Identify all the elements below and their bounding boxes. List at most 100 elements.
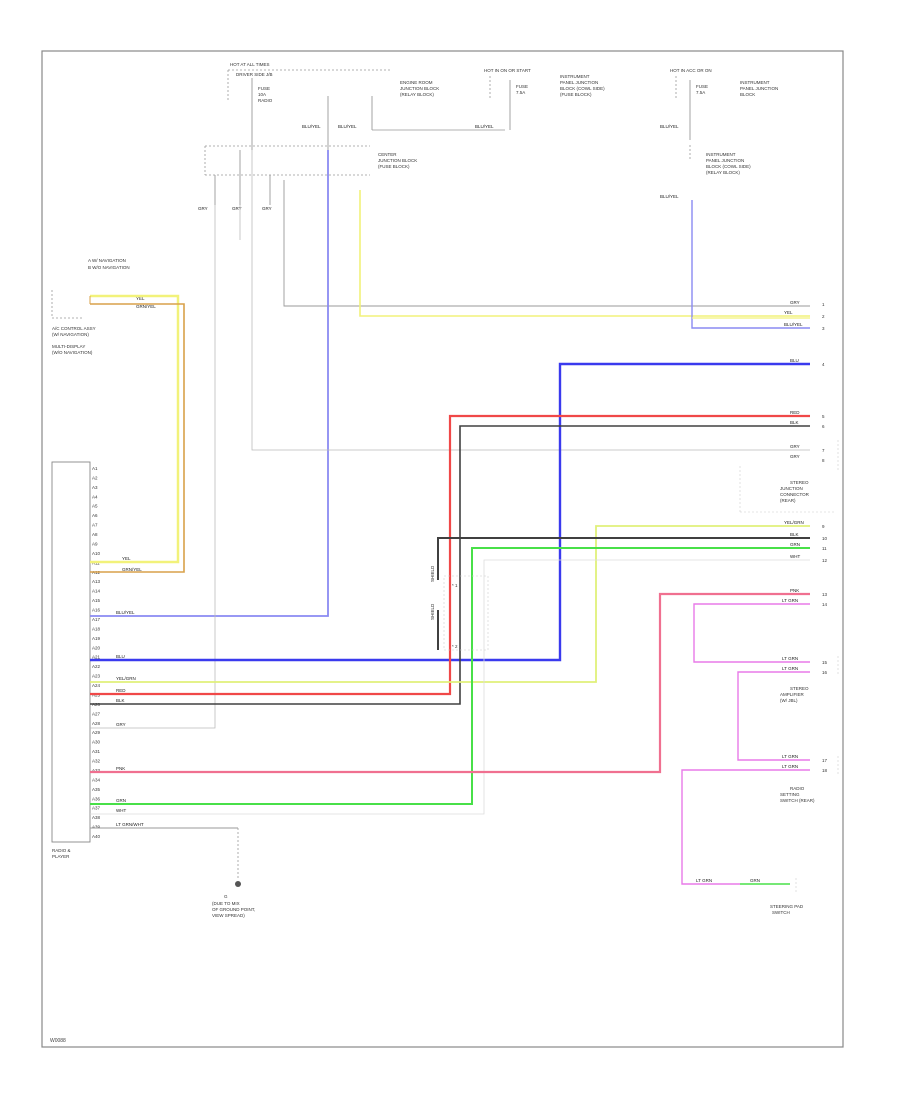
right-pin-label: 7 <box>822 448 825 453</box>
svg-text:RADIO: RADIO <box>258 98 273 103</box>
module-pin-label: A32 <box>92 759 101 764</box>
wire-orange-1 <box>90 303 185 573</box>
right-pin-label: 15 <box>822 660 828 665</box>
module-pin-label: A1 <box>92 466 98 471</box>
fuse-block-label: HOT AT ALL TIMES <box>230 62 270 67</box>
right-pin-label: 16 <box>822 670 828 675</box>
svg-text:CENTER: CENTER <box>378 152 397 157</box>
svg-text:GRN: GRN <box>750 878 760 883</box>
svg-text:YEL: YEL <box>784 310 793 315</box>
svg-text:PNK: PNK <box>116 766 125 771</box>
svg-text:STEERING PAD: STEERING PAD <box>770 904 804 909</box>
svg-text:BLU/YEL: BLU/YEL <box>660 194 679 199</box>
svg-text:PNK: PNK <box>790 588 799 593</box>
svg-text:RED: RED <box>790 410 800 415</box>
svg-text:LT GRN/WHT: LT GRN/WHT <box>116 822 144 827</box>
module-pin-label: A40 <box>92 834 101 839</box>
svg-text:VIEW SPREAD): VIEW SPREAD) <box>212 913 245 918</box>
svg-text:7.5A: 7.5A <box>696 90 705 95</box>
svg-text:BLK: BLK <box>116 698 125 703</box>
svg-text:JUNCTION: JUNCTION <box>780 486 803 491</box>
legend-a: A W/ NAVIGATION <box>88 258 126 263</box>
module-pin-label: A13 <box>92 579 101 584</box>
wire-blu-yel-module <box>90 150 329 617</box>
top-fuse-block-3: HOT IN ACC OR ON FUSE 7.5A INSTRUMENT PA… <box>660 68 778 140</box>
svg-text:INSTRUMENT: INSTRUMENT <box>740 80 770 85</box>
svg-text:BLOCK (COWL SIDE): BLOCK (COWL SIDE) <box>560 86 605 91</box>
svg-text:BLOCK (COWL SIDE): BLOCK (COWL SIDE) <box>706 164 751 169</box>
module-label-1: RADIO & <box>52 848 71 853</box>
module-pin-label: A6 <box>92 513 98 518</box>
svg-text:GRN/YEL: GRN/YEL <box>136 304 156 309</box>
top-fuse-block-2: HOT IN ON OR START FUSE 7.5A INSTRUMENT … <box>484 68 605 130</box>
svg-text:* 2: * 2 <box>452 644 458 649</box>
jb-desc-2: INSTRUMENT PANEL JUNCTION BLOCK (COWL SI… <box>560 74 605 97</box>
svg-text:GRY: GRY <box>232 206 242 211</box>
svg-text:INSTRUMENT: INSTRUMENT <box>706 152 736 157</box>
svg-text:* 1: * 1 <box>452 583 458 588</box>
svg-text:GRY: GRY <box>262 206 272 211</box>
module-pin-label: A5 <box>92 504 98 509</box>
svg-text:RED: RED <box>116 688 126 693</box>
svg-text:GRY: GRY <box>790 300 800 305</box>
svg-text:LT GRN: LT GRN <box>696 878 712 883</box>
module-pin-label: A8 <box>92 532 98 537</box>
svg-text:10A: 10A <box>258 92 266 97</box>
wire-yel-grn <box>90 525 810 683</box>
svg-text:STEREO: STEREO <box>790 686 809 691</box>
svg-text:GRN/YEL: GRN/YEL <box>122 567 142 572</box>
module-pin-label: A38 <box>92 815 101 820</box>
module-pin-label: A7 <box>92 523 98 528</box>
wire-grn-main <box>90 547 810 805</box>
svg-text:WHT: WHT <box>116 808 126 813</box>
right-pin-label: 14 <box>822 602 828 607</box>
legend: A W/ NAVIGATION B W/O NAVIGATION <box>88 258 130 270</box>
legend-b: B W/O NAVIGATION <box>88 265 130 270</box>
module-pin-label: A36 <box>92 796 101 801</box>
svg-text:BLU/YEL: BLU/YEL <box>302 124 321 129</box>
svg-text:WHT: WHT <box>790 554 800 559</box>
svg-text:AMPLIFIER: AMPLIFIER <box>780 692 805 697</box>
module-pin-label: A29 <box>92 730 101 735</box>
right-wire-labels: GRY YEL BLU/YEL BLU RED BLK GRY GRY YEL/… <box>696 300 804 883</box>
module-pin-label: A27 <box>92 711 101 716</box>
svg-text:LT GRN: LT GRN <box>782 764 798 769</box>
svg-text:BLU: BLU <box>790 358 799 363</box>
wire-mag-1 <box>693 603 810 663</box>
svg-text:FUSE: FUSE <box>516 84 528 89</box>
module-pin-label: A15 <box>92 598 101 603</box>
right-pin-label: 13 <box>822 592 828 597</box>
wire-pnk-main <box>90 592 810 774</box>
svg-text:(W/ NAVIGATION): (W/ NAVIGATION) <box>52 332 89 337</box>
module-pin-label: A9 <box>92 542 98 547</box>
wire-gry-module <box>90 205 216 729</box>
fuse-block-2-label: HOT IN ON OR START <box>484 68 531 73</box>
svg-text:OF GROUND POINT,: OF GROUND POINT, <box>212 907 255 912</box>
right-pin-label: 5 <box>822 414 825 419</box>
jb-desc-line-3: (RELAY BLOCK) <box>400 92 434 97</box>
ground-symbol: G (DUE TO MIX OF GROUND POINT, VIEW SPRE… <box>212 828 255 918</box>
wire-shield-1 <box>437 537 810 580</box>
svg-text:PANEL JUNCTION: PANEL JUNCTION <box>706 158 744 163</box>
module-pin-label: A35 <box>92 787 101 792</box>
module-pin-label: A14 <box>92 589 101 594</box>
module-pin-label: A2 <box>92 475 98 480</box>
module-pin-labels: A1A2A3A4A5A6A7A8A9A10A11A12A13A14A15A16A… <box>92 466 101 839</box>
svg-text:(REAR): (REAR) <box>780 498 796 503</box>
svg-text:YEL/GRN: YEL/GRN <box>116 676 136 681</box>
right-top-connector: INSTRUMENT PANEL JUNCTION BLOCK (COWL SI… <box>660 145 751 199</box>
module-pin-label: A24 <box>92 683 101 688</box>
svg-text:YEL: YEL <box>122 556 131 561</box>
module-pin-label: A20 <box>92 645 101 650</box>
module-pin-label: A10 <box>92 551 101 556</box>
svg-text:CONNECTOR: CONNECTOR <box>780 492 810 497</box>
svg-text:GRY: GRY <box>198 206 208 211</box>
wire-gry-long <box>251 150 810 451</box>
module-pin-label: A18 <box>92 626 101 631</box>
svg-text:BLU/YEL: BLU/YEL <box>338 124 357 129</box>
right-pin-label: 3 <box>822 326 825 331</box>
module-label-2: PLAYER <box>52 854 70 859</box>
svg-text:(W/O NAVIGATION): (W/O NAVIGATION) <box>52 350 93 355</box>
svg-text:GRY: GRY <box>790 454 800 459</box>
